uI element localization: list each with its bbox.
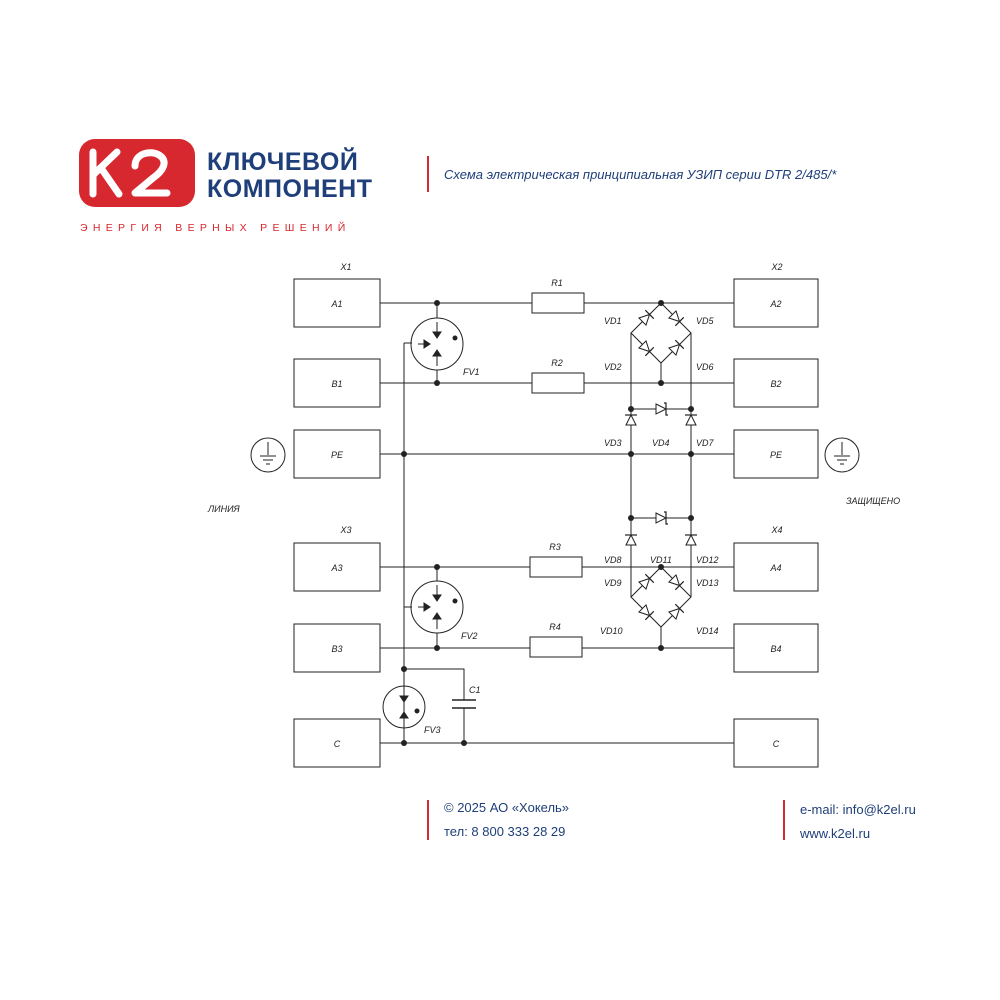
arrester-fv1	[410, 317, 464, 371]
label-vd13: VD13	[696, 578, 719, 588]
label-vd7: VD7	[696, 438, 715, 448]
label-x4: X4	[770, 525, 782, 535]
diagram-title: Схема электрическая принципиальная УЗИП …	[444, 167, 837, 182]
label-a4: A4	[769, 563, 781, 573]
brand-name-line2: КОМПОНЕНТ	[207, 175, 373, 203]
diode-vd4	[655, 402, 669, 416]
label-c-left: C	[334, 739, 341, 749]
arrester-fv3	[382, 685, 426, 729]
label-b3: B3	[331, 644, 342, 654]
label-a3: A3	[330, 563, 342, 573]
label-c1: C1	[469, 685, 481, 695]
label-b1: B1	[331, 379, 342, 389]
diode-vd8	[624, 534, 638, 546]
resistor-r3	[529, 556, 583, 578]
label-a2: A2	[769, 299, 781, 309]
label-fv1: FV1	[463, 367, 480, 377]
k2-logo-mark	[79, 139, 195, 207]
label-pe-right: PE	[770, 450, 783, 460]
label-vd12: VD12	[696, 555, 719, 565]
footer-website[interactable]: www.k2el.ru	[800, 826, 871, 841]
footer-divider-right	[783, 800, 785, 840]
label-vd6: VD6	[696, 362, 714, 372]
resistor-r2	[531, 372, 585, 394]
label-vd10: VD10	[600, 626, 623, 636]
label-a1: A1	[330, 299, 342, 309]
label-vd5: VD5	[696, 316, 715, 326]
label-pe-left: PE	[331, 450, 344, 460]
brand-slogan: ЭНЕРГИЯ ВЕРНЫХ РЕШЕНИЙ	[80, 222, 351, 234]
label-vd9: VD9	[604, 578, 622, 588]
diode-vd12	[684, 534, 698, 546]
ground-right	[824, 437, 860, 473]
diode-vd3	[624, 414, 638, 426]
footer-phone[interactable]: тел: 8 800 333 28 29	[444, 824, 566, 839]
resistor-r4	[529, 636, 583, 658]
label-vd3: VD3	[604, 438, 622, 448]
footer-email[interactable]: e-mail: info@k2el.ru	[800, 802, 916, 817]
header-divider	[427, 156, 429, 192]
label-fv3: FV3	[424, 725, 441, 735]
label-r3: R3	[549, 542, 561, 552]
brand-name-line1: КЛЮЧЕВОЙ	[207, 148, 359, 176]
arrester-fv2	[410, 580, 464, 634]
resistor-r1	[531, 292, 585, 314]
label-line-side: ЛИНИЯ	[207, 504, 241, 514]
label-r4: R4	[549, 622, 561, 632]
label-x2: X2	[770, 262, 782, 272]
label-vd1: VD1	[604, 316, 622, 326]
label-x1: X1	[339, 262, 351, 272]
footer-divider-left	[427, 800, 429, 840]
label-x3: X3	[339, 525, 351, 535]
label-r2: R2	[551, 358, 563, 368]
ground-left	[250, 437, 286, 473]
diode-vd11	[655, 511, 669, 525]
label-b2: B2	[770, 379, 781, 389]
label-c-right: C	[773, 739, 780, 749]
label-r1: R1	[551, 278, 563, 288]
label-vd11: VD11	[650, 555, 672, 565]
label-vd14: VD14	[696, 626, 719, 636]
label-vd4: VD4	[652, 438, 670, 448]
label-b4: B4	[770, 644, 781, 654]
label-protected-side: ЗАЩИЩЕНО	[846, 496, 900, 506]
label-fv2: FV2	[461, 631, 478, 641]
label-vd2: VD2	[604, 362, 622, 372]
label-vd8: VD8	[604, 555, 622, 565]
diode-vd7	[684, 414, 698, 426]
footer-copyright: © 2025 АО «Хокель»	[444, 800, 570, 815]
